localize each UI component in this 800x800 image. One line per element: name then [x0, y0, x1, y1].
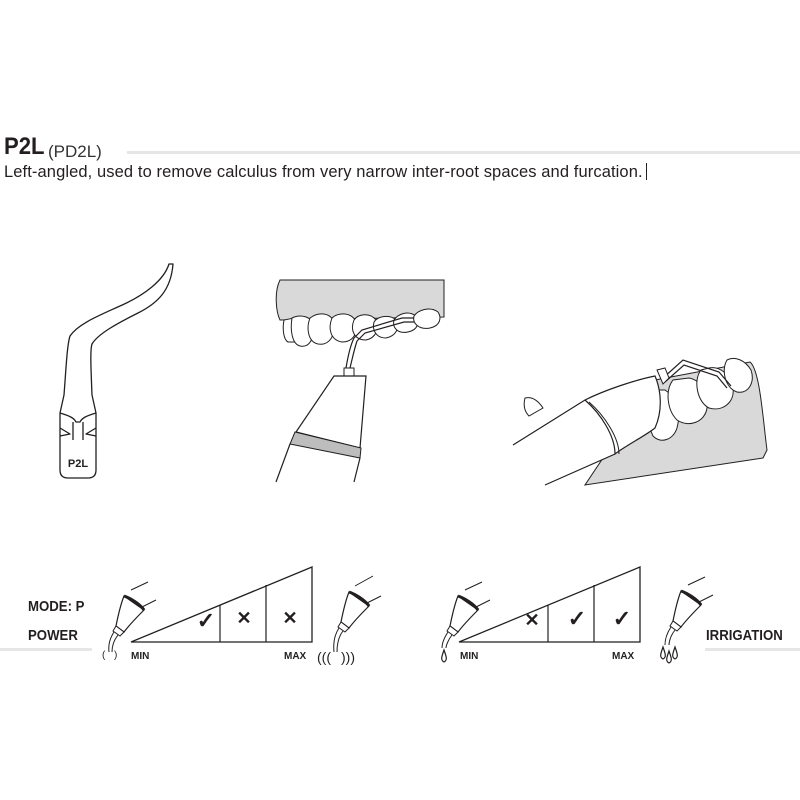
power-max-handpiece: ((( ))) — [315, 572, 385, 667]
irrigation-min-label: MIN — [460, 651, 479, 662]
text-cursor — [645, 163, 647, 180]
irrigation-label: IRRIGATION — [706, 627, 783, 644]
power-level-2-cross-icon: ✕ — [236, 608, 252, 628]
svg-text:))): ))) — [341, 649, 355, 665]
irrigation-level-1-cross-icon: ✕ — [524, 610, 540, 630]
handpiece-high-vibration-icon: ((( ))) — [317, 575, 382, 665]
power-max-label: MAX — [284, 651, 307, 662]
model-code: P2L — [4, 133, 45, 160]
irrigation-level-3-check-icon: ✓ — [612, 606, 632, 631]
handpiece-high-water-icon — [660, 576, 714, 664]
power-min-label: MIN — [131, 651, 150, 662]
power-divider — [0, 648, 92, 651]
scaler-tip-icon: P2L — [59, 263, 174, 479]
irrigation-min-handpiece — [432, 580, 492, 670]
power-level-chart — [130, 565, 315, 645]
anterior-application-view — [262, 272, 452, 487]
handpiece-low-water-icon — [441, 581, 491, 663]
tip-engraved-label: P2L — [68, 458, 88, 470]
teeth-posterior-icon — [512, 357, 768, 486]
description-text: Left-angled, used to remove calculus fro… — [4, 163, 643, 181]
power-level-3-cross-icon: ✕ — [282, 608, 298, 628]
posterior-application-view — [505, 340, 770, 486]
model-alt-code: (PD2L) — [48, 142, 102, 161]
svg-text:(((: ((( — [317, 649, 331, 665]
power-level-1-check-icon: ✓ — [196, 608, 216, 633]
irrigation-max-label: MAX — [612, 651, 635, 662]
irrigation-max-handpiece — [655, 575, 715, 670]
title-row: P2L (PD2L) — [4, 133, 800, 165]
description: Left-angled, used to remove calculus fro… — [4, 163, 647, 182]
handpiece-low-vibration-icon: ( ) — [102, 581, 157, 661]
power-label: POWER — [28, 627, 78, 644]
tip-drawing: P2L — [40, 250, 200, 490]
irrigation-level-2-check-icon: ✓ — [567, 606, 587, 631]
irrigation-level-chart — [458, 565, 643, 645]
power-min-handpiece: ( ) — [98, 580, 158, 661]
title-divider — [127, 151, 800, 154]
svg-text:): ) — [114, 650, 117, 661]
teeth-anterior-icon — [275, 279, 445, 483]
mode-label: MODE: P — [28, 598, 85, 615]
power-wedge — [130, 566, 313, 643]
svg-text:(: ( — [102, 650, 106, 661]
irrigation-divider — [705, 648, 800, 651]
irrigation-wedge — [458, 566, 641, 643]
